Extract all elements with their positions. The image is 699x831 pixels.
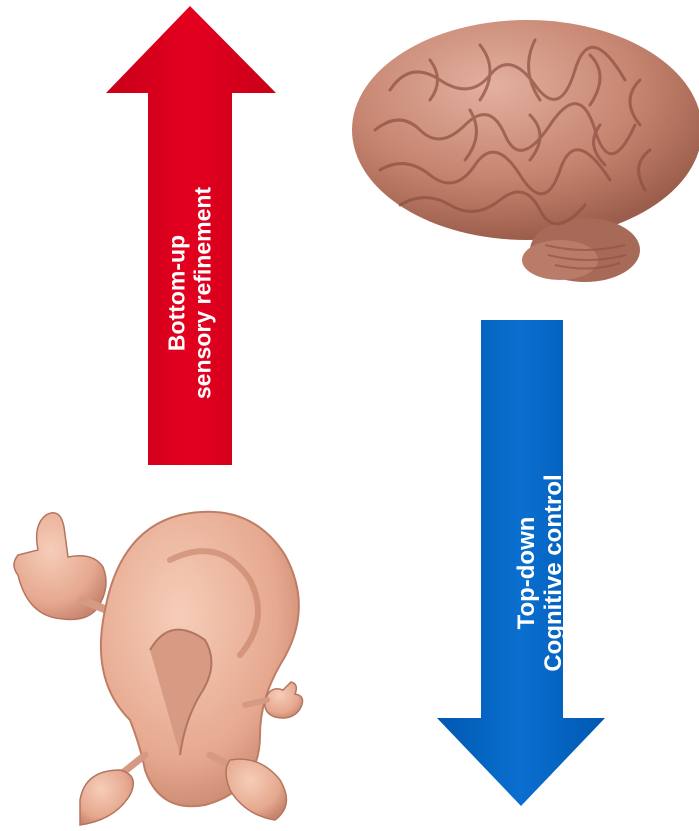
bottom-up-label-line1: Bottom-up [165, 235, 191, 351]
top-down-label-line2: Cognitive control [541, 474, 568, 671]
bottom-up-label-line2: sensory refinement [191, 187, 217, 399]
top-down-label-line1: Top-down [514, 517, 541, 630]
brain-icon [352, 20, 699, 282]
bottom-up-label: Bottom-up sensory refinement [151, 141, 231, 446]
ear-character-icon [14, 512, 303, 825]
top-down-label: Top-down Cognitive control [495, 398, 587, 748]
